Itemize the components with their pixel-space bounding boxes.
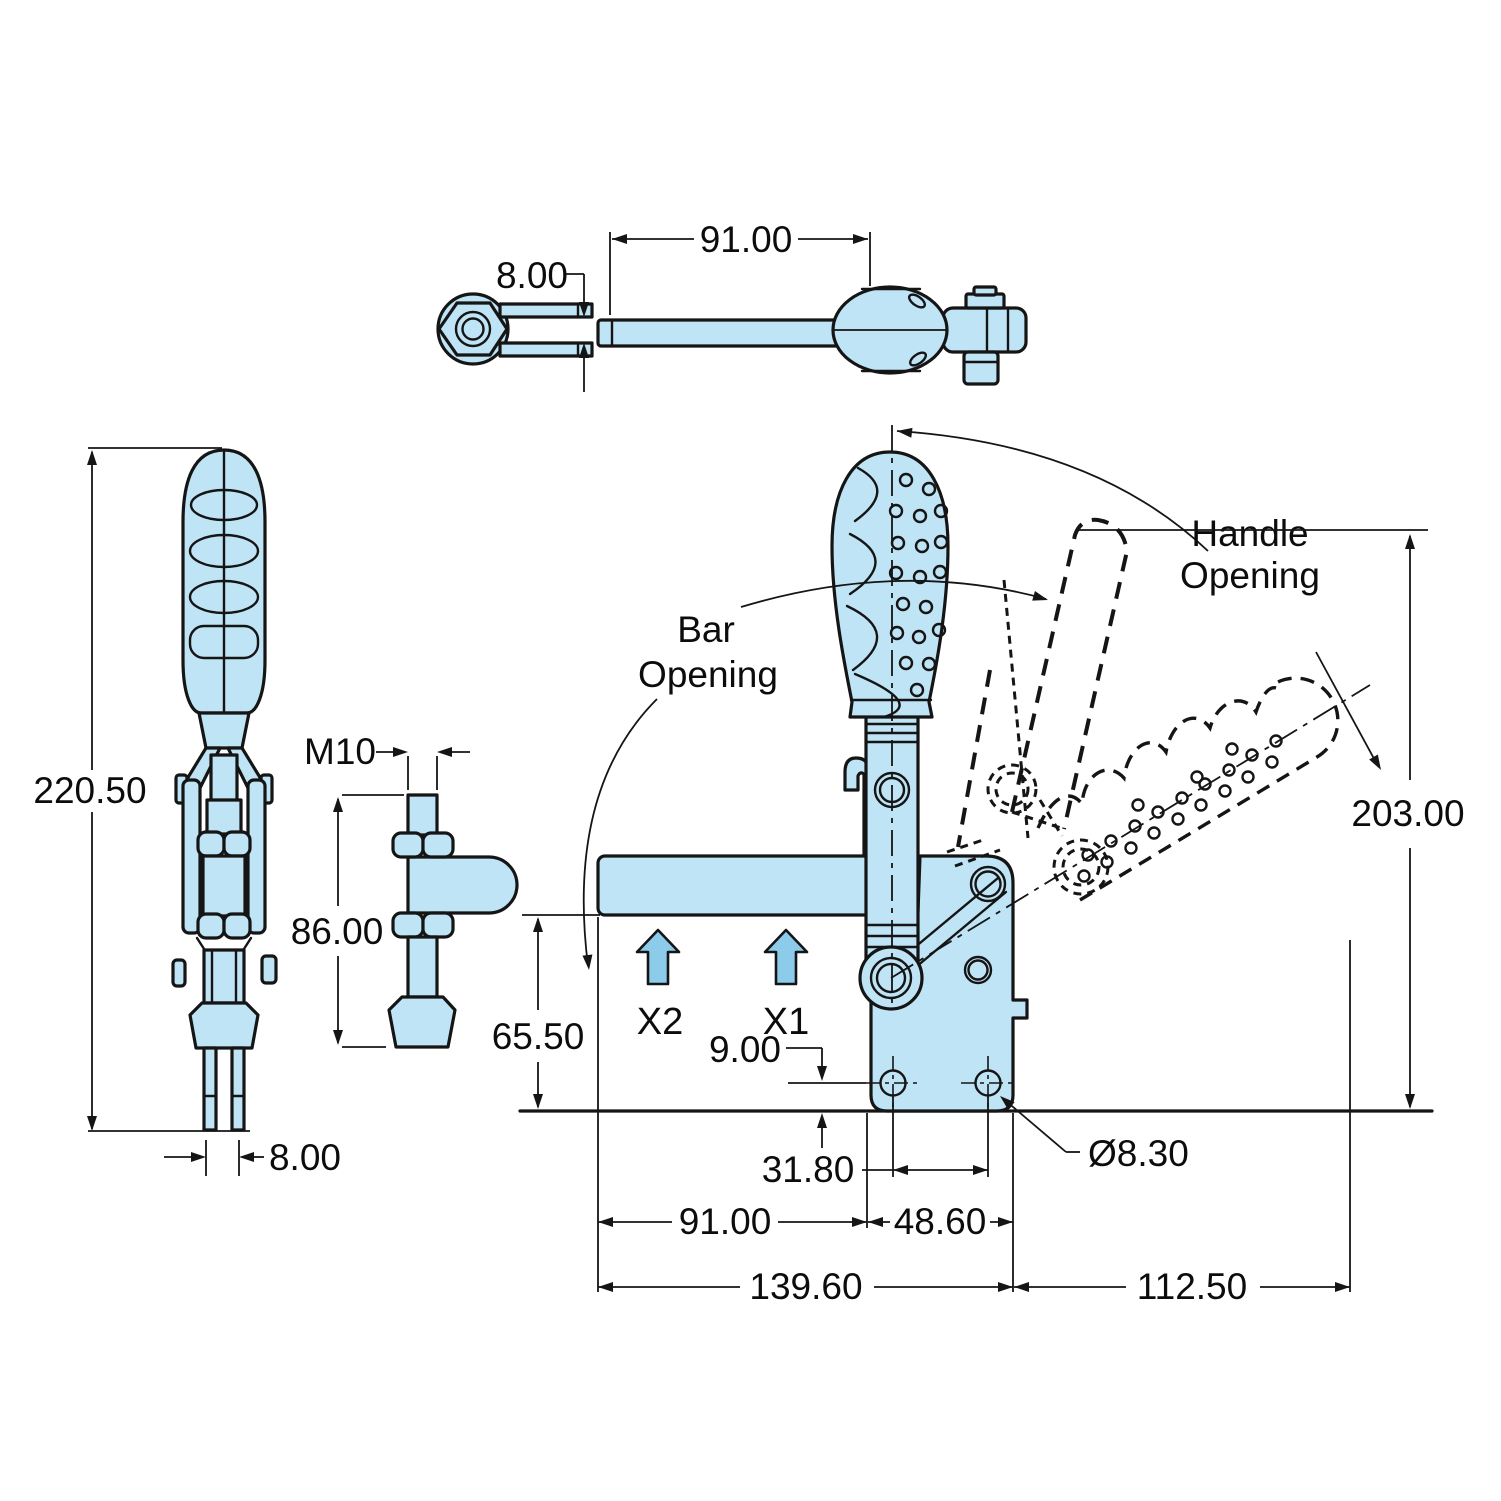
- body-hole-upper: [969, 865, 1007, 903]
- side-prong-right: [230, 1046, 246, 1132]
- clamp-bar-top-view: [596, 318, 860, 348]
- handle-open-bar-position: [1010, 517, 1130, 830]
- dim-base-right-width: 48.60: [894, 1201, 987, 1242]
- dim-hole-pitch: 31.80: [762, 1149, 855, 1190]
- dim-spindle-thread: M10: [304, 731, 376, 772]
- handle-opening-arc: [896, 430, 1209, 552]
- dim-spindle-length: 86.00: [291, 911, 384, 952]
- label-handle-opening-2: Opening: [1180, 555, 1320, 596]
- side-rubber-tip: [188, 1001, 260, 1050]
- dim-open-overall-height: 203.00: [1351, 793, 1464, 834]
- handle-opening-leader: [1315, 651, 1379, 767]
- fork-prong-top: [498, 302, 594, 319]
- top-view: 91.00 8.00: [436, 219, 1028, 392]
- side-plate-left: [181, 778, 202, 935]
- ghost-dimples: [1077, 734, 1283, 883]
- spindle-flange: [406, 855, 519, 915]
- grip-wave: [853, 466, 879, 523]
- side-nut-upper: [196, 830, 226, 858]
- dim-open-handle-reach: 112.50: [1137, 1266, 1247, 1307]
- pivot-hole: [869, 956, 913, 1000]
- force-arrow-x1: [763, 928, 809, 986]
- open-handle-centerline: [890, 684, 1371, 979]
- dim-side-prong-width: 8.00: [269, 1137, 341, 1178]
- spindle-nut-lower: [391, 911, 425, 939]
- label-x2: X2: [637, 1001, 683, 1043]
- spindle-rod-bottom: [406, 935, 439, 999]
- spindle-rod-top: [406, 793, 439, 837]
- dim-bar-reach: 91.00: [679, 1201, 772, 1242]
- dim-mounting-hole-diameter: Ø8.30: [1088, 1133, 1189, 1174]
- rod-end-hex: [437, 301, 509, 357]
- grip-dimples: [888, 472, 949, 698]
- spindle-nut-upper: [391, 831, 425, 859]
- handle-bracket: [941, 306, 1028, 354]
- front-view: Bar Opening Handle Opening X2 X1: [518, 425, 1434, 1113]
- side-plate-right: [246, 778, 267, 935]
- fork-prong-bottom: [498, 341, 594, 358]
- body-hole-mid: [963, 955, 993, 985]
- dim-side-overall-height: 220.50: [33, 770, 146, 811]
- dim-top-bar-length: 91.00: [700, 219, 793, 260]
- dim-bar-underside-height: 65.50: [492, 1016, 585, 1057]
- dim-overall-base-length: 139.60: [749, 1266, 862, 1307]
- label-x1: X1: [763, 1001, 809, 1043]
- spindle-rubber-tip: [387, 995, 457, 1049]
- dim-top-slot-width: 8.00: [496, 255, 568, 296]
- bar-opening-arc-right: [740, 579, 1047, 608]
- bar-opening-arc-left: [582, 698, 658, 967]
- handle-open-45-upper: [1036, 686, 1277, 829]
- front-dimensions: 65.50 9.00 31.80 91.00 48.60 139.60: [492, 529, 1465, 1307]
- side-prong-left: [202, 1046, 218, 1132]
- force-arrow-x2: [635, 928, 681, 986]
- label-bar-opening-1: Bar: [677, 609, 735, 650]
- spindle-detail: M10 86.00: [291, 731, 519, 1049]
- side-nut-lower: [196, 912, 226, 940]
- label-handle-opening-1: Handle: [1191, 513, 1308, 554]
- open-pivot-ghost: [986, 763, 1038, 815]
- side-view: 220.50 8.00: [33, 447, 341, 1178]
- clamp-handle: [830, 450, 950, 719]
- dim-hole-edge-offset: 9.00: [709, 1029, 781, 1070]
- label-bar-opening-2: Opening: [638, 654, 778, 695]
